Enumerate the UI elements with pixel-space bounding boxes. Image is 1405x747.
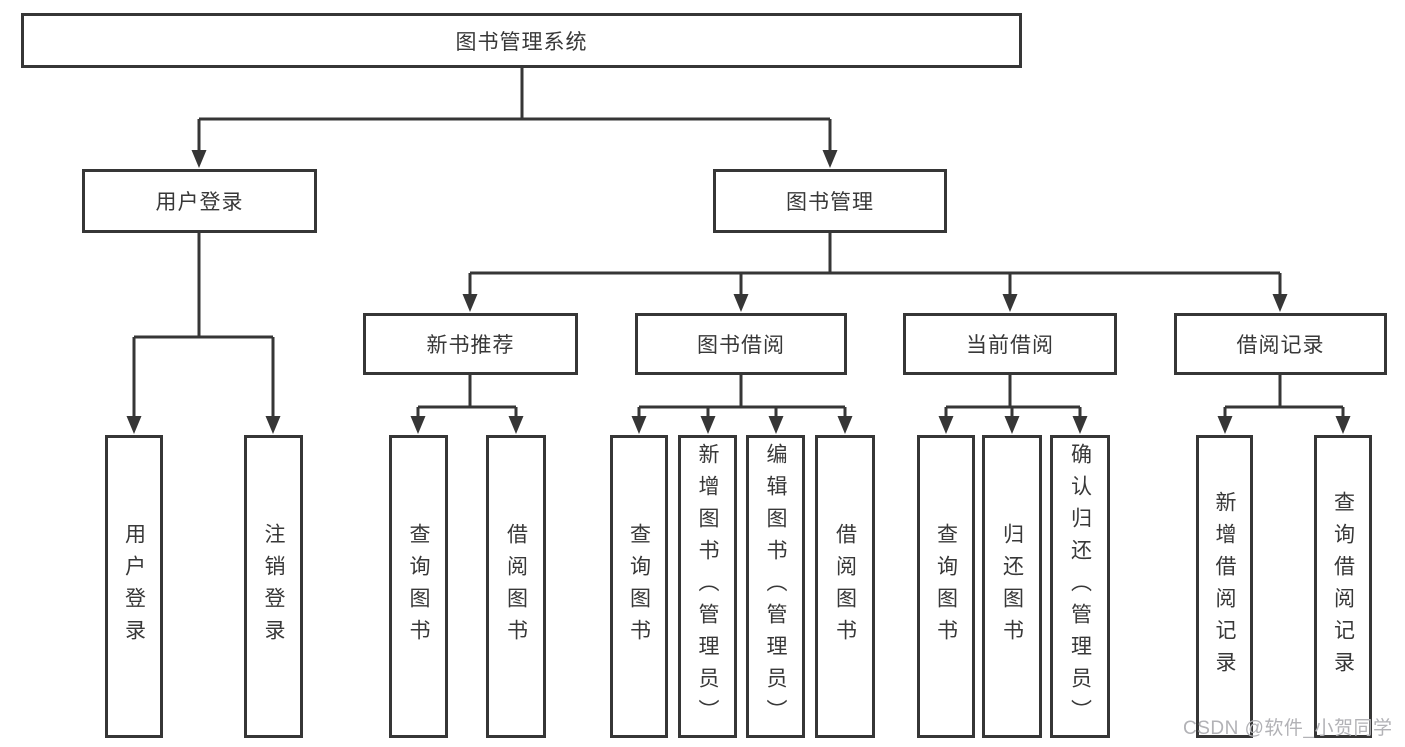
leaf-edit-books-admin-label: 编辑图书（管理员） [764, 442, 787, 731]
leaf-borrow-books-label: 借阅图书 [833, 522, 857, 651]
leaf-add-books-admin-label: 新增图书（管理员） [696, 442, 719, 731]
node-book-management: 图书管理 [713, 169, 947, 233]
leaf-borrow-books: 借阅图书 [815, 435, 875, 738]
leaf-add-borrow-record-label: 新增借阅记录 [1213, 490, 1236, 683]
leaf-borrow-query-books-label: 查询图书 [627, 522, 651, 651]
leaf-return-books: 归还图书 [982, 435, 1042, 738]
node-borrow-record: 借阅记录 [1174, 313, 1387, 375]
leaf-recommend-borrow-books-label: 借阅图书 [504, 522, 528, 651]
leaf-query-borrow-record: 查询借阅记录 [1314, 435, 1372, 738]
node-book-borrow: 图书借阅 [635, 313, 847, 375]
leaf-add-borrow-record: 新增借阅记录 [1196, 435, 1253, 738]
node-root: 图书管理系统 [21, 13, 1022, 68]
leaf-query-borrow-record-label: 查询借阅记录 [1331, 490, 1355, 683]
leaf-recommend-query-books: 查询图书 [389, 435, 448, 738]
leaf-recommend-query-books-label: 查询图书 [407, 522, 430, 651]
leaf-confirm-return-admin: 确认归还（管理员） [1050, 435, 1110, 738]
node-new-book-recommend: 新书推荐 [363, 313, 578, 375]
leaf-current-query-books-label: 查询图书 [934, 522, 958, 651]
leaf-edit-books-admin: 编辑图书（管理员） [746, 435, 805, 738]
node-user-login: 用户登录 [82, 169, 317, 233]
connector-path [132, 68, 1345, 418]
node-current-borrow: 当前借阅 [903, 313, 1117, 375]
leaf-confirm-return-admin-label: 确认归还（管理员） [1068, 442, 1092, 731]
leaf-user-login-label: 用户登录 [122, 522, 146, 651]
csdn-watermark: CSDN @软件_小贺同学 [1183, 718, 1393, 739]
leaf-add-books-admin: 新增图书（管理员） [678, 435, 737, 738]
leaf-logout-login: 注销登录 [244, 435, 303, 738]
leaf-borrow-query-books: 查询图书 [610, 435, 668, 738]
leaf-logout-login-label: 注销登录 [262, 522, 285, 651]
leaf-recommend-borrow-books: 借阅图书 [486, 435, 546, 738]
leaf-current-query-books: 查询图书 [917, 435, 975, 738]
leaf-return-books-label: 归还图书 [1000, 522, 1024, 651]
leaf-user-login: 用户登录 [105, 435, 163, 738]
